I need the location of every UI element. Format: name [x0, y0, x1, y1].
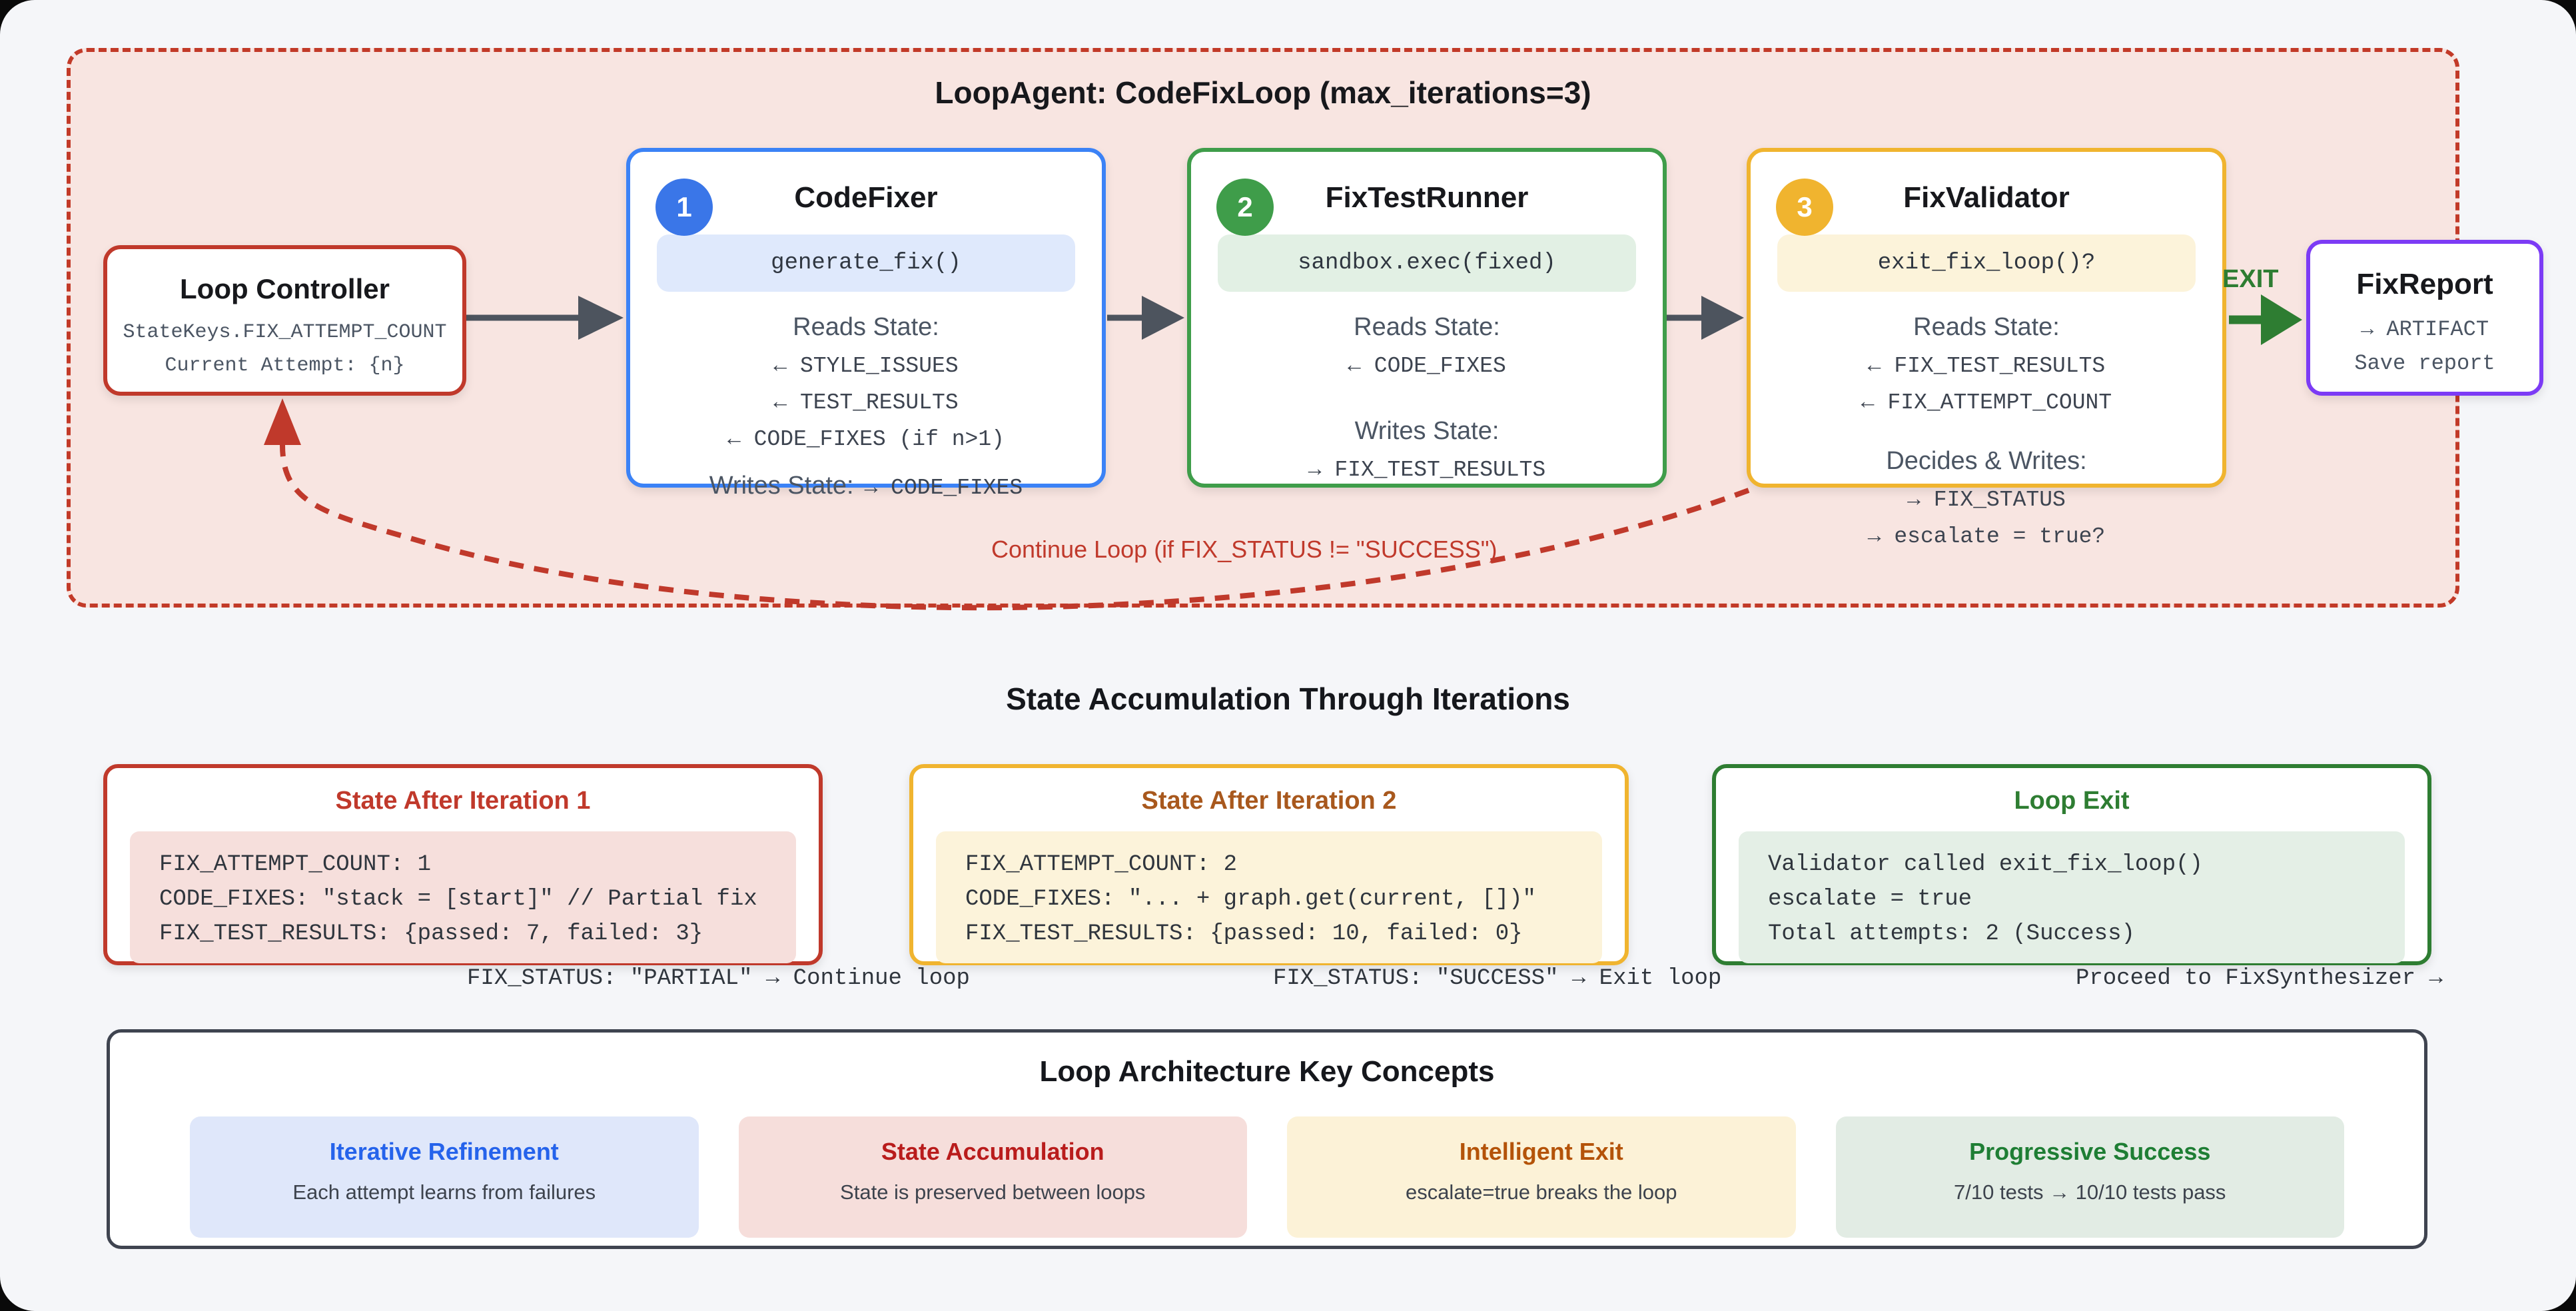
- codefixer-writes-row: Writes State: → CODE_FIXES: [630, 472, 1102, 500]
- codefixer-write-item: → CODE_FIXES: [864, 476, 1023, 500]
- codefixer-writes-label: Writes State:: [709, 472, 854, 500]
- state-iteration-1-status: FIX_STATUS: "PARTIAL" → Continue loop: [467, 966, 970, 991]
- fixtestrunner-write-item: → FIX_TEST_RESULTS: [1308, 458, 1546, 482]
- state-iteration-2-card: State After Iteration 2 FIX_ATTEMPT_COUN…: [909, 764, 1721, 991]
- concept-desc: Each attempt learns from failures: [292, 1180, 596, 1204]
- fixvalidator-writes-label: Decides & Writes:: [1886, 447, 2087, 475]
- fixtestrunner-title: FixTestRunner: [1325, 181, 1529, 214]
- fixvalidator-write-item: → FIX_STATUS: [1907, 488, 2066, 512]
- loop-exit-card: Loop Exit Validator called exit_fix_loop…: [1712, 764, 2443, 991]
- loop-exit-proceed: Proceed to FixSynthesizer →: [2076, 966, 2443, 991]
- exit-label: EXIT: [2222, 265, 2279, 293]
- key-concepts-row: Iterative Refinement Each attempt learns…: [190, 1116, 2344, 1238]
- loop-exit-title: Loop Exit: [2014, 787, 2130, 815]
- fixreport-save: Save report: [2354, 351, 2495, 376]
- codefixer-title: CodeFixer: [794, 181, 938, 214]
- states-heading: State Accumulation Through Iterations: [1006, 681, 1570, 716]
- fixtestrunner-writes-label: Writes State:: [1354, 417, 1500, 445]
- state-iteration-2-title: State After Iteration 2: [1141, 787, 1397, 815]
- fixtestrunner-reads-label: Reads State:: [1354, 313, 1500, 341]
- concept-intelligent-exit: Intelligent Exit escalate=true breaks th…: [1287, 1116, 1796, 1238]
- fixtestrunner-read-item: ← CODE_FIXES: [1348, 354, 1506, 378]
- concept-desc: State is preserved between loops: [840, 1180, 1146, 1204]
- fixvalidator-title: FixValidator: [1903, 181, 2070, 214]
- concept-title: Progressive Success: [1969, 1138, 2211, 1165]
- key-concepts-card: Loop Architecture Key Concepts Iterative…: [107, 1029, 2427, 1249]
- loop-controller-statekey: StateKeys.FIX_ATTEMPT_COUNT: [123, 321, 447, 344]
- fixreport-artifact: → ARTIFACT: [2360, 317, 2489, 342]
- state-iteration-1-title: State After Iteration 1: [335, 787, 591, 815]
- fixvalidator-method: exit_fix_loop()?: [1777, 234, 2196, 292]
- codefixer-reads-label: Reads State:: [793, 313, 939, 341]
- fixtestrunner-method: sandbox.exec(fixed): [1218, 234, 1636, 292]
- concept-progressive-success: Progressive Success 7/10 tests → 10/10 t…: [1835, 1116, 2344, 1238]
- concept-title: Iterative Refinement: [329, 1138, 559, 1165]
- concept-title: State Accumulation: [881, 1138, 1104, 1165]
- codefixer-read-item: ← STYLE_ISSUES: [773, 354, 959, 378]
- step-1-badge: 1: [655, 179, 713, 236]
- concept-desc: 7/10 tests → 10/10 tests pass: [1954, 1180, 2226, 1204]
- state-iteration-2-status: FIX_STATUS: "SUCCESS" → Exit loop: [1273, 966, 1722, 991]
- key-concepts-title: Loop Architecture Key Concepts: [1039, 1055, 1495, 1088]
- fixvalidator-read-item: ← FIX_TEST_RESULTS: [1867, 354, 2106, 378]
- concept-state-accumulation: State Accumulation State is preserved be…: [738, 1116, 1247, 1238]
- state-iteration-2-code: FIX_ATTEMPT_COUNT: 2 CODE_FIXES: "... + …: [936, 831, 1602, 963]
- step-2-badge: 2: [1216, 179, 1274, 236]
- loop-controller-card: Loop Controller StateKeys.FIX_ATTEMPT_CO…: [103, 245, 466, 396]
- step-3-badge: 3: [1776, 179, 1833, 236]
- loop-controller-attempt: Current Attempt: {n}: [165, 354, 405, 377]
- fixreport-title: FixReport: [2356, 268, 2493, 300]
- loop-title: LoopAgent: CodeFixLoop (max_iterations=3…: [935, 75, 1591, 110]
- concept-iterative-refinement: Iterative Refinement Each attempt learns…: [190, 1116, 699, 1238]
- state-iteration-1-code: FIX_ATTEMPT_COUNT: 1 CODE_FIXES: "stack …: [130, 831, 796, 963]
- fixvalidator-write-item: → escalate = true?: [1867, 524, 2106, 549]
- codefixer-card: 1 CodeFixer generate_fix() Reads State: …: [626, 148, 1106, 500]
- loop-exit-code: Validator called exit_fix_loop() escalat…: [1739, 831, 2405, 963]
- codefixer-read-item: ← CODE_FIXES (if n>1): [727, 427, 1005, 452]
- fixvalidator-read-item: ← FIX_ATTEMPT_COUNT: [1861, 390, 2112, 415]
- codefixer-read-item: ← TEST_RESULTS: [773, 390, 959, 415]
- concept-title: Intelligent Exit: [1459, 1138, 1623, 1165]
- continue-loop-label: Continue Loop (if FIX_STATUS != "SUCCESS…: [991, 536, 1498, 563]
- state-iteration-1-card: State After Iteration 1 FIX_ATTEMPT_COUN…: [103, 764, 970, 991]
- fixtestrunner-card: 2 FixTestRunner sandbox.exec(fixed) Read…: [1187, 148, 1667, 488]
- fixvalidator-reads-label: Reads State:: [1913, 313, 2060, 341]
- fixvalidator-card: 3 FixValidator exit_fix_loop()? Reads St…: [1747, 148, 2226, 549]
- fixreport-card: FixReport → ARTIFACT Save report: [2306, 240, 2543, 396]
- loop-controller-title: Loop Controller: [180, 273, 390, 304]
- codefixer-method: generate_fix(): [657, 234, 1075, 292]
- concept-desc: escalate=true breaks the loop: [1405, 1180, 1677, 1204]
